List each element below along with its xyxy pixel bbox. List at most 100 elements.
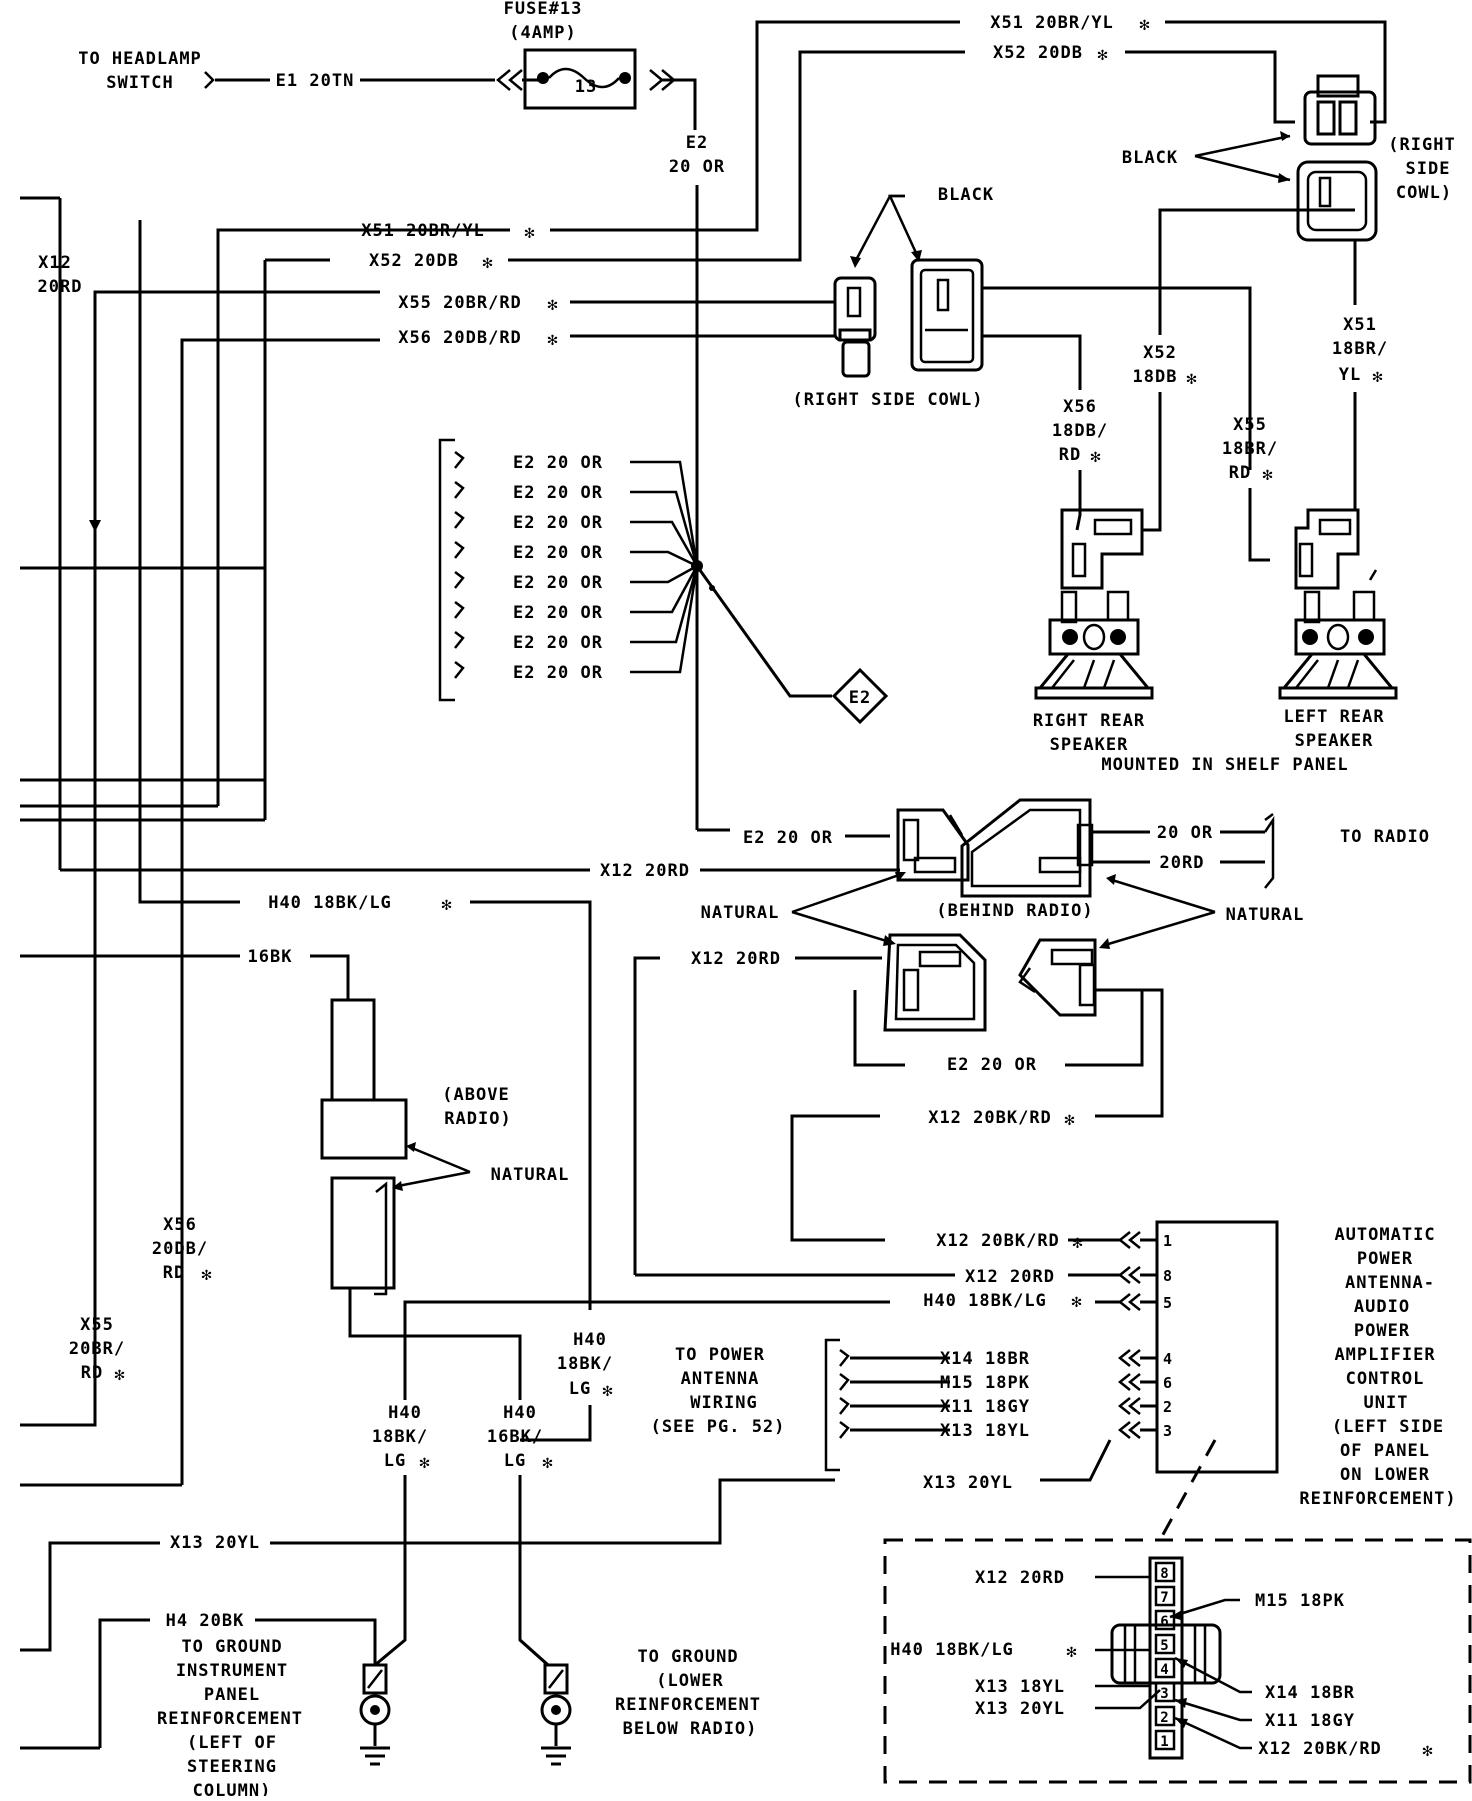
- e2-splice-6: E2 20 OR: [513, 603, 603, 623]
- wire-x51-right-2: 18BR/: [1332, 339, 1388, 359]
- amp-label-1: AUTOMATIC: [1334, 1225, 1435, 1245]
- radio-20rd: 20RD: [1160, 853, 1205, 873]
- wire-x56-right-3: RD: [1059, 445, 1081, 465]
- inset-pin-number: 6: [1160, 1614, 1169, 1630]
- amp-pin-wire-label: X12 20BK/RD: [936, 1231, 1060, 1251]
- wire-x13-20yl-a: X13 20YL: [923, 1473, 1013, 1493]
- right-cowl-connector-lower: [1296, 160, 1378, 242]
- wire-h40-c-2: 16BK/: [487, 1427, 543, 1447]
- inset-x14: X14 18BR: [1265, 1683, 1355, 1703]
- headlamp-label-2: SWITCH: [106, 73, 173, 93]
- wire-x12-pin8: X12 20RD: [965, 1267, 1055, 1287]
- inset-pin-number: 2: [1160, 1710, 1169, 1726]
- star-icon: ✻: [1262, 465, 1273, 485]
- inset-x13-18yl: X13 18YL: [975, 1677, 1065, 1697]
- amp-pin-number: 3: [1163, 1422, 1173, 1440]
- ground-ip-1: TO GROUND: [181, 1637, 282, 1657]
- star-icon: ✻: [1186, 369, 1197, 389]
- inset-connector-view: [883, 1538, 1472, 1784]
- wire-x56-lower-2: 20DB/: [152, 1239, 208, 1259]
- wire-x51-mid: X51 20BR/YL: [361, 221, 485, 241]
- star-icon: ✻: [524, 223, 535, 243]
- star-icon: ✻: [547, 330, 558, 350]
- left-rear-speaker-icon: [1278, 590, 1398, 700]
- e2-splice-7: E2 20 OR: [513, 633, 603, 653]
- wire-break-icon: [89, 520, 101, 532]
- power-antenna-4: (SEE PG. 52): [651, 1417, 786, 1437]
- wire-x51-right-1: X51: [1343, 315, 1377, 335]
- connector-break-icon: [204, 71, 215, 89]
- wire-x52-right-2: 18DB: [1133, 367, 1178, 387]
- amp-label-9: (LEFT SIDE: [1332, 1417, 1444, 1437]
- amp-pin-wire-label: X13 18YL: [940, 1421, 1030, 1441]
- e2-splice-3: E2 20 OR: [513, 513, 603, 533]
- connector-break-icon: [839, 1349, 850, 1439]
- connector-arrow-icon: [1117, 1421, 1141, 1439]
- mounted-label: MOUNTED IN SHELF PANEL: [1101, 755, 1348, 775]
- amp-pin-number: 4: [1163, 1350, 1173, 1368]
- wire-x51-right-3: YL: [1339, 365, 1361, 385]
- wire-16bk: 16BK: [248, 947, 293, 967]
- wire-x55-lower-1: X55: [80, 1315, 114, 1335]
- right-speaker-connector: [1060, 508, 1144, 590]
- e2-splice-1: E2 20 OR: [513, 453, 603, 473]
- wire-x56-right-2: 18DB/: [1052, 421, 1108, 441]
- left-rear-speaker-1: LEFT REAR: [1283, 707, 1384, 727]
- radio-20or: 20 OR: [1157, 823, 1213, 843]
- wire-e2-label-2: 20 OR: [669, 157, 725, 177]
- star-icon: ✻: [1422, 1741, 1433, 1761]
- amp-pin-number: 2: [1163, 1398, 1173, 1416]
- ground-icon: [359, 1663, 391, 1766]
- wire-x56-lower-3: RD: [163, 1263, 185, 1283]
- headlamp-label-1: TO HEADLAMP: [78, 49, 202, 69]
- inset-pin-cavity: [1154, 1633, 1176, 1655]
- connector-break-icon: [1263, 813, 1275, 889]
- e2-diamond: [831, 667, 889, 725]
- inset-x12-bkrd: X12 20BK/RD: [1258, 1739, 1382, 1759]
- e2-splice-8: E2 20 OR: [513, 663, 603, 683]
- wire-e2-radio: E2 20 OR: [743, 828, 833, 848]
- fuse-element-icon: [548, 67, 620, 89]
- inset-pin-number: 3: [1160, 1686, 1169, 1702]
- connector-arrow-icon: [1117, 1349, 1141, 1367]
- wire-h40-a-3: LG: [569, 1379, 591, 1399]
- star-icon: ✻: [441, 895, 452, 915]
- ground-ip-4: REINFORCEMENT: [157, 1709, 303, 1729]
- inset-connector-body: [1148, 1556, 1184, 1760]
- amp-pin-number: 5: [1163, 1294, 1173, 1312]
- inset-pin-cavity: [1154, 1609, 1176, 1631]
- inset-pin-number: 8: [1160, 1566, 1169, 1582]
- power-antenna-1: TO POWER: [675, 1345, 765, 1365]
- right-cowl-label-2: SIDE: [1406, 159, 1451, 179]
- wire-h40-c-1: H40: [503, 1403, 537, 1423]
- wire-x12-left-2: 20RD: [38, 277, 83, 297]
- amp-pin-wire-label: X11 18GY: [940, 1397, 1030, 1417]
- ground-icon: [540, 1663, 572, 1766]
- amp-pin-wire-label: M15 18PK: [940, 1373, 1030, 1393]
- amp-label-2: POWER: [1357, 1249, 1413, 1269]
- wire-x55-left: [20, 530, 97, 1427]
- right-cowl-connector-large: [910, 258, 984, 372]
- ground-ip-5: (LEFT OF: [187, 1733, 277, 1753]
- above-radio-label-1: (ABOVE: [442, 1085, 509, 1105]
- wire-x55-right-1: X55: [1233, 415, 1267, 435]
- radio-connector-lower-right: [1018, 938, 1097, 1017]
- amp-label-6: AMPLIFIER: [1334, 1345, 1435, 1365]
- amp-label-3: ANTENNA-: [1345, 1273, 1435, 1293]
- wire-x55-lower-2: 20BR/: [69, 1339, 125, 1359]
- star-icon: ✻: [1064, 1110, 1075, 1130]
- star-icon: ✻: [114, 1365, 125, 1385]
- wire-h40-top: H40 18BK/LG: [268, 893, 392, 913]
- amp-label-12: REINFORCEMENT): [1299, 1489, 1456, 1509]
- wire-x12-natural: X12 20RD: [691, 949, 781, 969]
- amp-pin-number: 6: [1163, 1374, 1173, 1392]
- fuse-rating: (4AMP): [509, 23, 576, 43]
- wire-x52-right-1: X52: [1143, 343, 1177, 363]
- right-cowl-connector-upper: [1303, 90, 1377, 146]
- ground-lower-4: BELOW RADIO): [623, 1719, 758, 1739]
- connector-arrow-icon: [1117, 1373, 1141, 1391]
- amp-label-7: CONTROL: [1346, 1369, 1425, 1389]
